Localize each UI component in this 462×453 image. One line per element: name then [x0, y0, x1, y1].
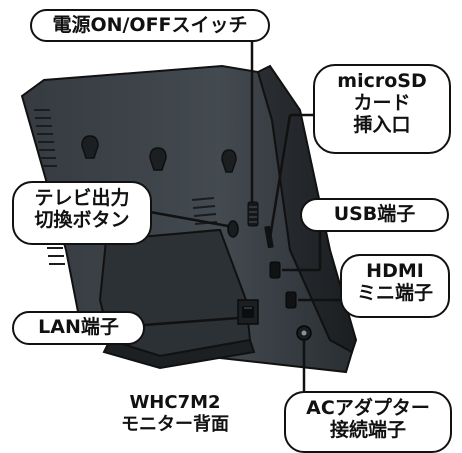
label-hdmi: HDMI ミニ端子 — [340, 254, 450, 318]
label-power-switch: 電源ON/OFFスイッチ — [30, 9, 270, 42]
tv-output-button — [227, 220, 239, 238]
lan-port — [237, 299, 259, 325]
label-usb: USB端子 — [300, 198, 449, 232]
label-tv-line2: 切換ボタン — [34, 208, 130, 231]
label-ac-adapter: ACアダプター 接続端子 — [284, 391, 452, 453]
stand-foot — [102, 338, 256, 370]
label-microsd: microSD カード 挿入口 — [313, 64, 451, 154]
label-power-switch-text: 電源ON/OFFスイッチ — [52, 14, 248, 36]
caption-description: モニター背面 — [121, 413, 229, 435]
leader-lines — [143, 40, 340, 392]
label-usb-text: USB端子 — [333, 203, 416, 225]
caption: WHC7M2 モニター背面 — [100, 392, 250, 435]
label-microsd-line2: カード — [353, 91, 411, 114]
label-lan: LAN端子 — [12, 311, 145, 345]
label-hdmi-line2: ミニ端子 — [356, 281, 433, 304]
label-microsd-line1: microSD — [337, 70, 427, 92]
mounting-holes — [81, 135, 237, 173]
ac-adapter-jack — [296, 325, 312, 341]
label-lan-text: LAN端子 — [38, 316, 119, 338]
label-ac-line1: ACアダプター — [306, 397, 430, 419]
label-hdmi-line1: HDMI — [366, 260, 424, 282]
label-tv-output-button: テレビ出力 切換ボタン — [12, 181, 152, 245]
power-switch-ridges — [249, 206, 257, 223]
label-tv-line1: テレビ出力 — [34, 187, 130, 209]
usb-port — [269, 261, 281, 279]
label-ac-line2: 接続端子 — [329, 418, 406, 441]
caption-model: WHC7M2 — [129, 392, 221, 413]
label-microsd-line3: 挿入口 — [353, 113, 411, 136]
hdmi-mini-port — [285, 291, 297, 309]
